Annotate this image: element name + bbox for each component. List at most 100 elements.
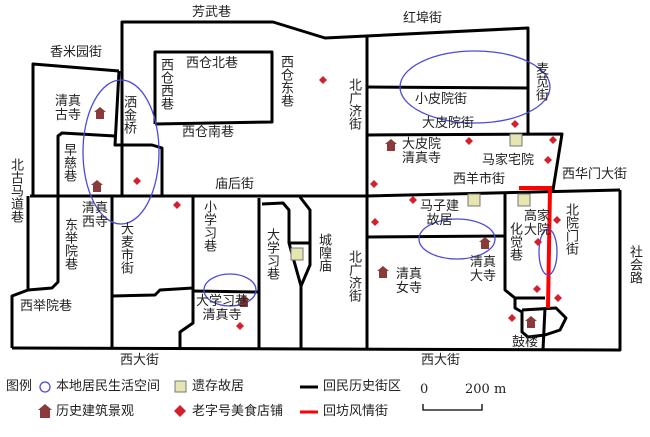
street-line (113, 70, 164, 196)
legend-relic-icon (174, 380, 187, 393)
scale-bar (422, 404, 483, 411)
street-label-miaohou: 庙后街 (215, 177, 255, 192)
site-label-qingzhenda: 清真 大寺 (470, 255, 497, 284)
site-label-gaojia: 高家 大院 (524, 209, 551, 238)
living-space-ellipse (82, 79, 160, 225)
street-line (120, 20, 530, 195)
legend-space-icon (39, 381, 51, 393)
food-shop-icon (544, 156, 552, 164)
relic-icon (509, 133, 523, 147)
street-label-maixian: 麦苋街 (533, 62, 548, 101)
heritage-icon (94, 107, 106, 119)
street-line (503, 192, 545, 300)
street-label-xiyangshi: 西羊市街 (453, 172, 506, 187)
street-label-xida-east: 西大街 (421, 353, 461, 368)
heritage-icon (385, 139, 397, 151)
street-line (541, 307, 547, 351)
legend-food-icon (174, 405, 186, 417)
site-label-qingzhengu: 清真 古寺 (55, 94, 82, 123)
scale-max-label: 200 m (465, 382, 507, 397)
street-line (367, 85, 529, 90)
site-label-chenghuang: 城隍庙 (316, 233, 331, 272)
food-shop-icon (508, 314, 516, 322)
heritage-icon (238, 295, 250, 307)
street-line (11, 190, 622, 352)
site-label-mazijian: 马子建 故居 (420, 199, 460, 228)
food-shop-icon (409, 196, 417, 204)
site-label-qingzhennv: 清真 女寺 (396, 267, 423, 296)
street-label-beiguangji-north: 北广济街 (346, 78, 361, 130)
street-label-xiaoxuexi: 小学习巷 (201, 200, 216, 252)
street-line (31, 62, 120, 195)
street-line (30, 188, 621, 198)
food-shop-icon (133, 177, 141, 185)
food-shop-icon (319, 76, 327, 84)
living-space-ellipse (418, 218, 496, 260)
street-label-xicangbei: 西仓北巷 (186, 56, 239, 71)
site-label-dapiyuansi: 大皮院 清真寺 (402, 137, 442, 166)
food-shop-icon (533, 285, 541, 293)
street-line (366, 132, 564, 191)
huifang-street (519, 186, 553, 309)
food-shop-icon (370, 180, 378, 188)
scale-zero-label: 0 (420, 382, 429, 397)
street-line (513, 298, 568, 339)
heritage-icon (479, 237, 491, 249)
food-shop-icon (465, 137, 473, 145)
street-label-huajue: 化觉巷 (507, 222, 522, 261)
heritage-sites (91, 107, 537, 328)
food-shop-icon (511, 120, 519, 128)
street-label-hongbu: 红埠街 (403, 11, 443, 26)
food-shop-icon (371, 218, 379, 226)
street-label-fangwu: 芳武巷 (192, 5, 232, 20)
street-line (192, 289, 260, 294)
site-label-qingzhenxi: 清真 西寺 (82, 201, 109, 230)
relic-icon (290, 247, 304, 261)
street-label-beiguangji-south: 北广济街 (346, 250, 361, 302)
street-line (27, 196, 60, 292)
legend-space-label: 本地居民生活空间 (56, 379, 161, 394)
living-space-ellipse (399, 50, 551, 124)
street-label-xida-west: 西大街 (120, 353, 160, 368)
food-shop-icon (173, 201, 181, 209)
legend-title: 图例 (6, 379, 33, 394)
street-label-xiangmiyuan: 香米园街 (50, 45, 103, 60)
food-shop-icon (236, 322, 244, 330)
street-label-dongjuyuan: 东举院巷 (62, 218, 77, 270)
living-space-ellipse (538, 228, 558, 276)
street-line (261, 196, 312, 288)
food-shop-icon (534, 238, 542, 246)
relic-residences (290, 133, 531, 261)
legend-relic-label: 遗存故居 (192, 379, 245, 394)
street-label-beiyuanmen: 北院门街 (563, 203, 578, 255)
street-label-xicangdong: 西仓东巷 (278, 55, 293, 107)
street-line (366, 234, 506, 239)
legend-heritage-label: 历史建筑景观 (56, 404, 135, 419)
legend-food-label: 老字号美食店铺 (192, 404, 284, 419)
street-label-xiaopiyuan: 小皮院街 (415, 92, 468, 107)
living-space-ellipse (203, 273, 257, 307)
street-label-xicangxi: 西仓西巷 (158, 58, 173, 110)
street-label-zaoci: 早慈巷 (61, 143, 76, 182)
street-line (10, 196, 30, 348)
street-label-sajinqiao: 洒金桥 (121, 95, 136, 134)
relic-icon (467, 193, 481, 207)
street-label-damaishi: 大麦市街 (118, 222, 133, 274)
heritage-icon (91, 180, 103, 192)
street-label-xicangnan: 西仓南巷 (182, 125, 235, 140)
food-shop-icon (553, 216, 561, 224)
legend-heritage-icon (38, 404, 52, 418)
legend-huifang-label: 回坊风情街 (323, 404, 389, 419)
street-line (178, 288, 195, 348)
street-label-beigumadao: 北古马道巷 (8, 158, 23, 223)
street-label-xijuyuan: 西举院巷 (20, 299, 73, 314)
food-shop-icon (549, 136, 557, 144)
food-shops (133, 76, 562, 330)
street-label-xihuamen: 西华门大街 (562, 167, 628, 182)
street-label-daxuexi: 大学习巷 (264, 228, 279, 280)
street-label-dapiyuan: 大皮院街 (422, 116, 475, 131)
food-shop-icon (554, 294, 562, 302)
street-label-shehui: 社会路 (627, 245, 642, 284)
street-line (153, 50, 274, 126)
